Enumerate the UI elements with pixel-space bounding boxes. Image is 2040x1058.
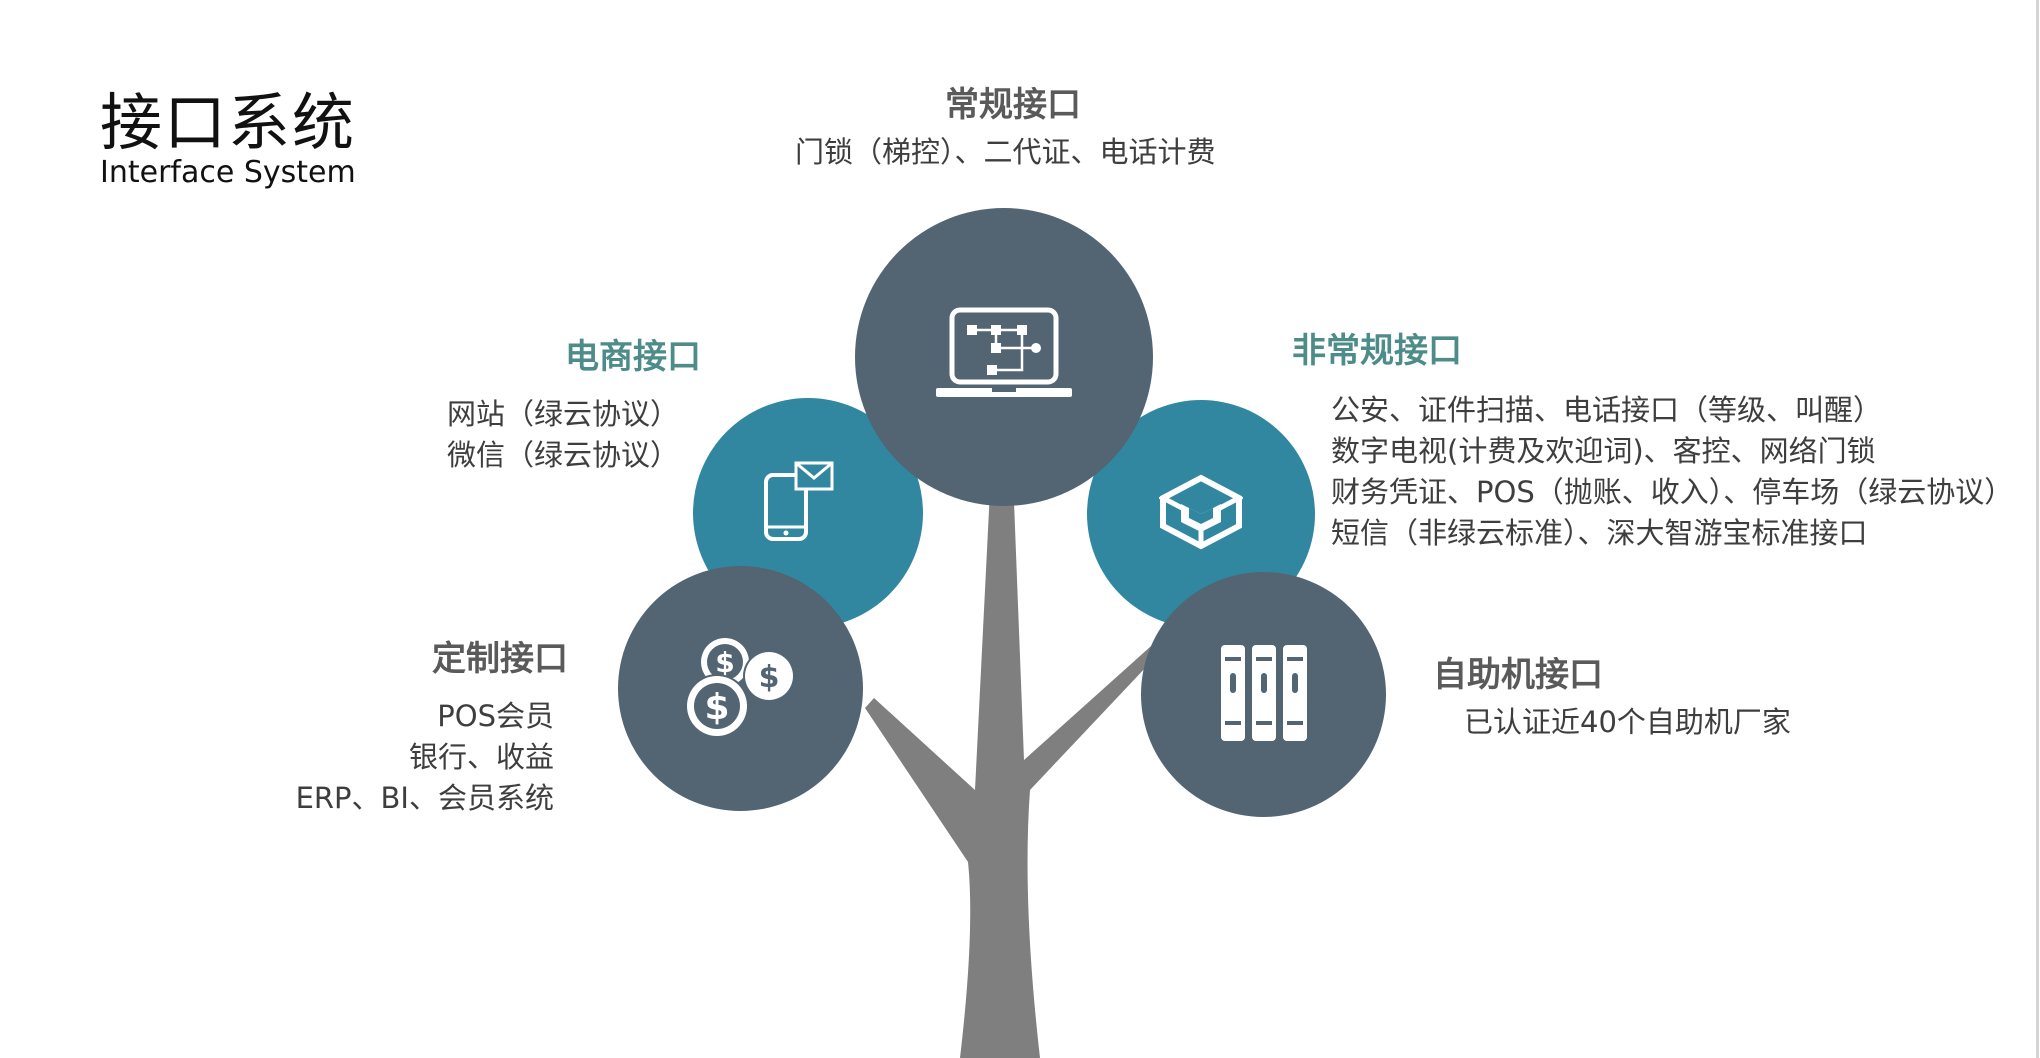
nonstandard-interface-line: 短信（非绿云标准）、深大智游宝标准接口	[1331, 516, 1868, 550]
ecommerce-interface-line: 网站（绿云协议）	[447, 397, 680, 431]
ecommerce-interface-heading: 电商接口	[565, 337, 701, 377]
custom-interface-line: ERP、BI、会员系统	[295, 781, 554, 815]
ecommerce-interface-lines: 网站（绿云协议） 微信（绿云协议）	[447, 394, 679, 476]
kiosk-circle	[1141, 572, 1386, 817]
page-subtitle: Interface System	[100, 155, 356, 190]
box-3d-icon	[1157, 474, 1245, 554]
kiosk-interface-lines: 已认证近40个自助机厂家	[1464, 702, 1791, 743]
kiosk-interface-heading: 自助机接口	[1433, 655, 1603, 695]
nonstandard-interface-heading: 非常规接口	[1292, 331, 1462, 371]
nonstandard-interface-line: 数字电视(计费及欢迎词)、客控、网络门锁	[1331, 434, 1876, 468]
binders-icon	[1219, 643, 1309, 747]
kiosk-interface-line: 已认证近40个自助机厂家	[1464, 705, 1791, 739]
coins-icon: $ $ $	[681, 632, 801, 746]
page-title: 接口系统	[100, 86, 357, 159]
custom-interface-line: POS会员	[437, 699, 554, 733]
standard-circle	[855, 208, 1153, 506]
nonstandard-interface-lines: 公安、证件扫描、电话接口（等级、叫醒） 数字电视(计费及欢迎词)、客控、网络门锁…	[1331, 390, 2013, 554]
standard-interface-lines: 门锁（梯控）、二代证、电话计费	[795, 132, 1216, 173]
right-border-line	[2036, 0, 2039, 1058]
svg-text:$: $	[704, 687, 729, 728]
mobile-mail-icon	[760, 461, 836, 549]
custom-interface-heading: 定制接口	[432, 639, 568, 679]
nonstandard-interface-line: 公安、证件扫描、电话接口（等级、叫醒）	[1331, 393, 1883, 427]
custom-circle: $ $ $	[618, 566, 863, 811]
laptop-flowchart-icon	[934, 304, 1074, 410]
svg-text:$: $	[715, 646, 734, 679]
svg-text:$: $	[758, 660, 779, 695]
standard-interface-line: 门锁（梯控）、二代证、电话计费	[795, 135, 1216, 169]
nonstandard-interface-line: 财务凭证、POS（抛账、收入）、停车场（绿云协议）	[1331, 475, 2014, 509]
ecommerce-interface-line: 微信（绿云协议）	[447, 438, 680, 472]
custom-interface-line: 银行、收益	[408, 740, 554, 774]
standard-interface-heading: 常规接口	[945, 85, 1081, 125]
custom-interface-lines: POS会员 银行、收益 ERP、BI、会员系统	[296, 696, 554, 819]
